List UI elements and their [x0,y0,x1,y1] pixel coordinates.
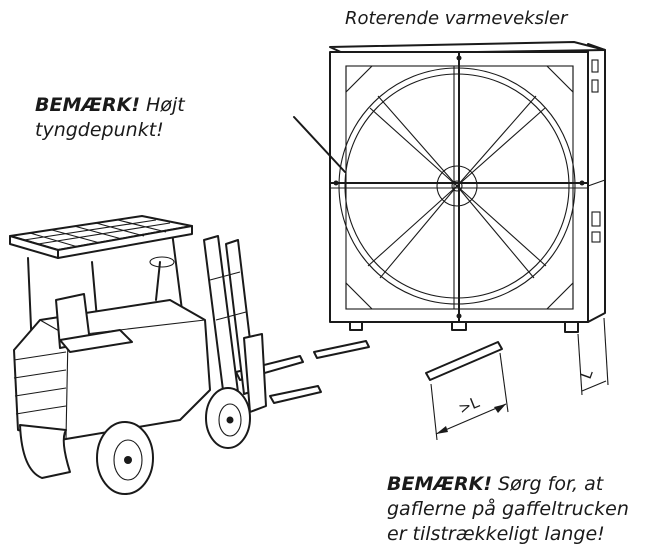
fork-length-note: BEMÆRK! Sørg for, at gaflerne på gaffelt… [387,472,629,547]
note1-line2: tyngdepunkt! [35,119,164,141]
note2-line1: Sørg for, at [492,473,604,495]
note2-bold: BEMÆRK! [387,473,493,495]
high-center-of-gravity-note: BEMÆRK! Højt tyngdepunkt! [35,93,185,143]
forklift [9,215,322,495]
note1-line1: Højt [140,94,185,116]
heat-exchanger-unit [329,41,606,333]
beam-length-text: >L [456,393,483,418]
note2-line2: gaflerne på gaffeltrucken [387,498,629,520]
note1-bold: BEMÆRK! [35,94,141,116]
heat-exchanger-label: Roterende varmeveksler [345,8,568,29]
note2-line3: er tilstrækkeligt lange! [387,523,605,545]
dimension-foot-length: L [577,317,609,396]
support-beams [313,340,503,381]
foot-length-text: L [577,367,597,382]
leader-line [293,116,346,173]
